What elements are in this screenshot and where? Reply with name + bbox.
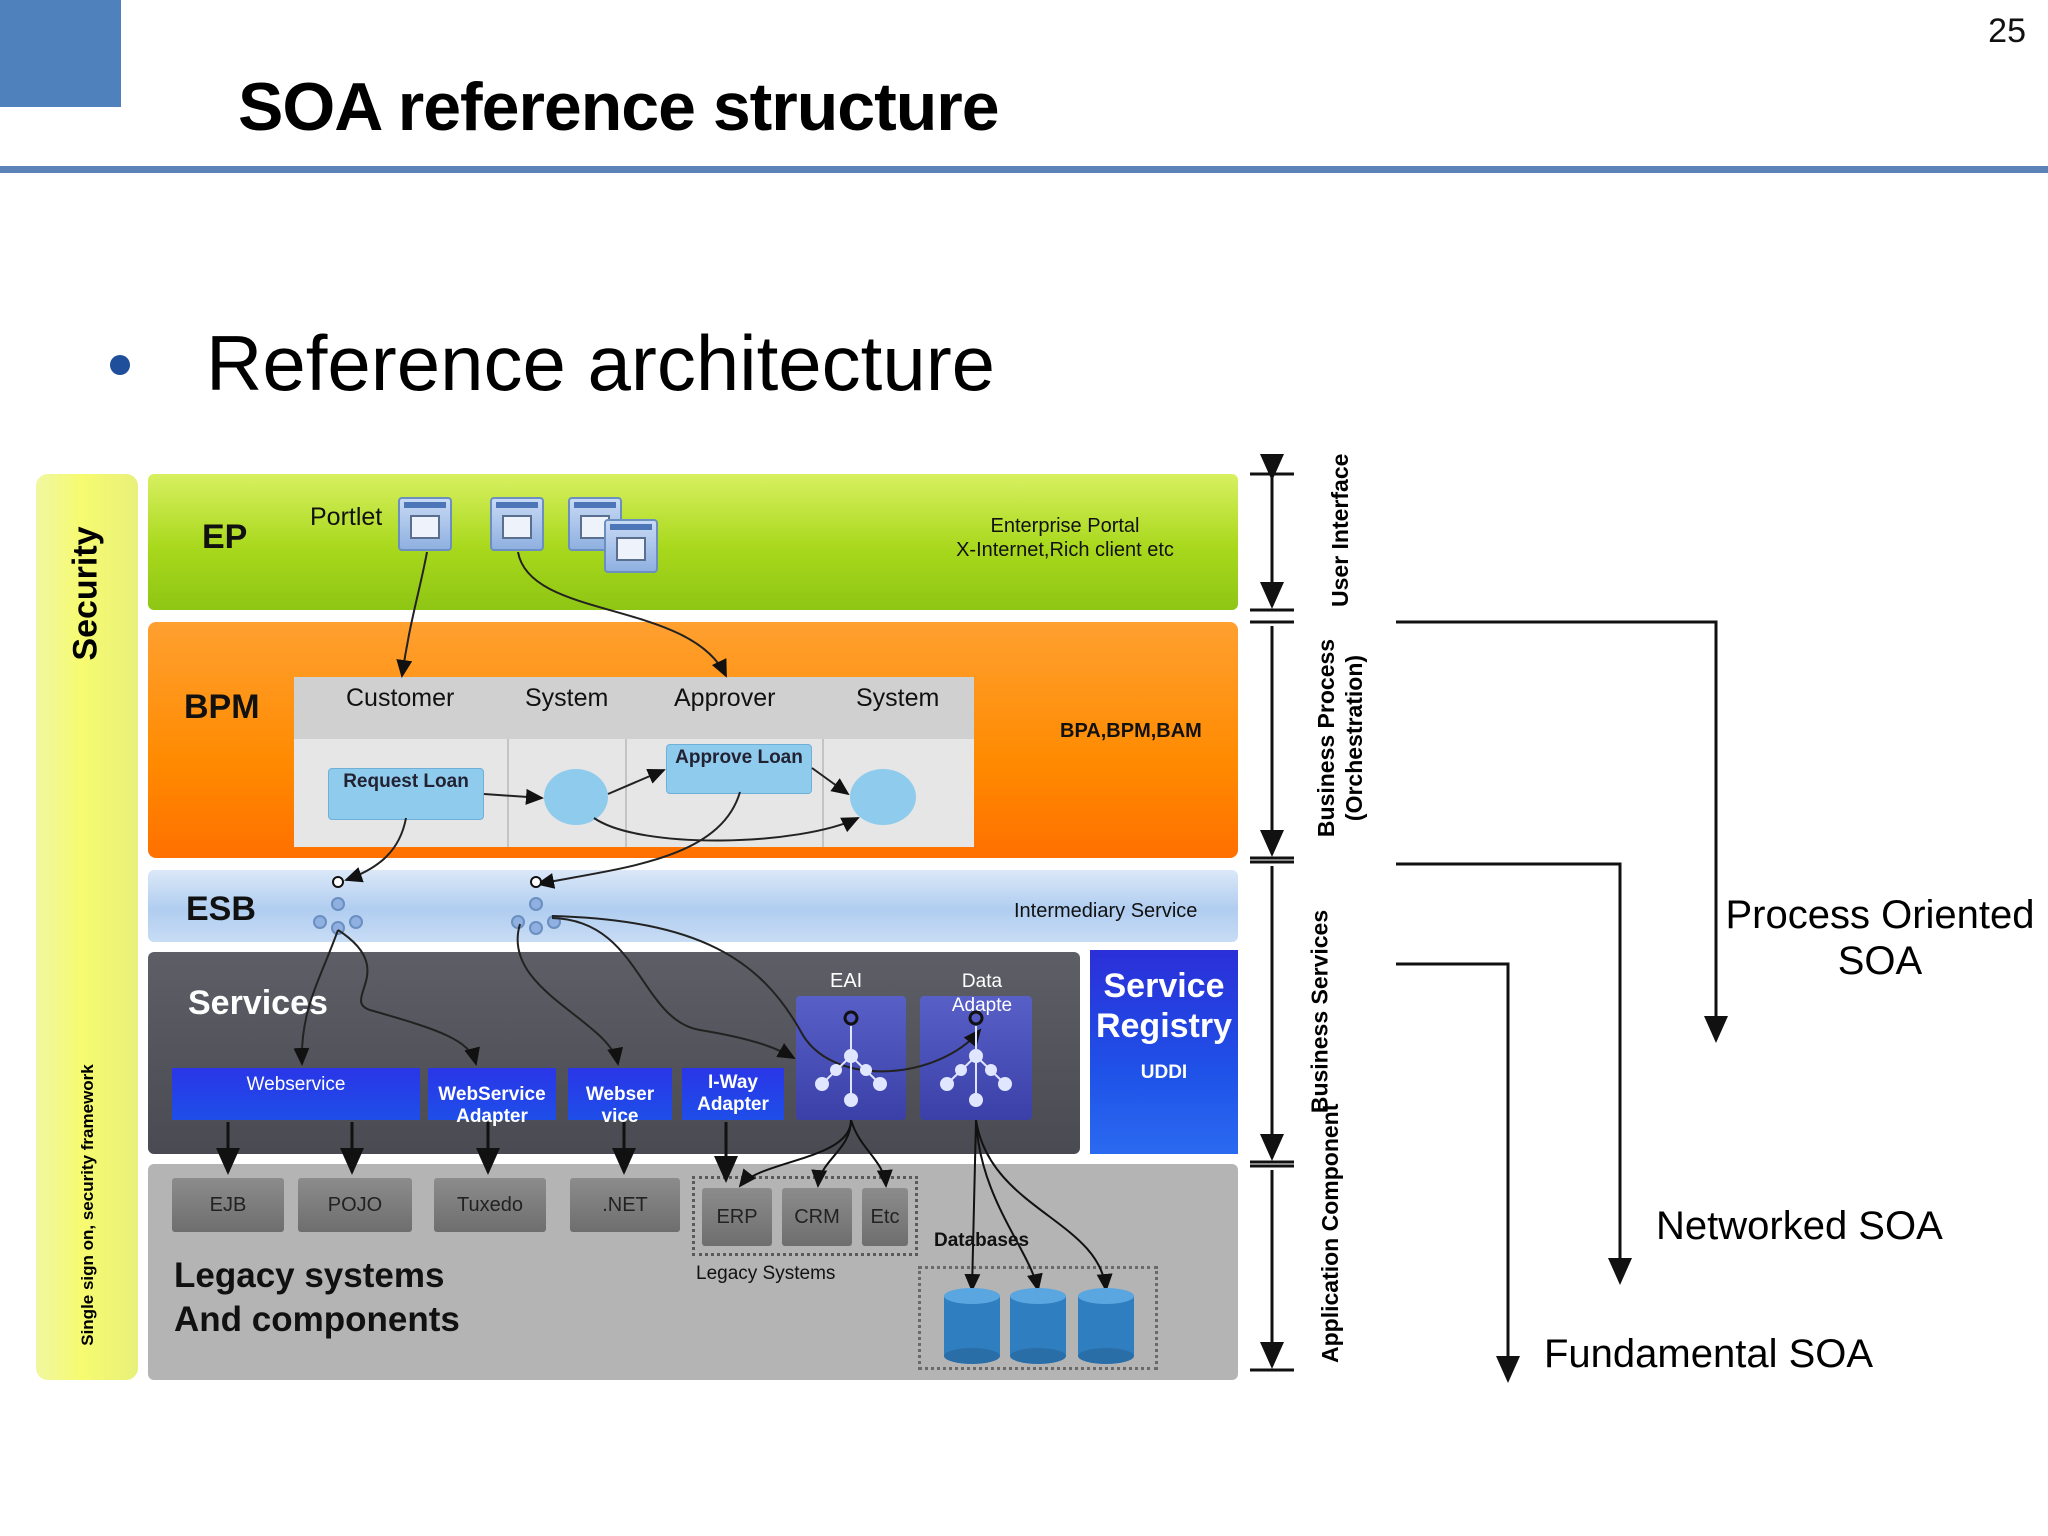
approve-to-esb-arrow [536,791,741,889]
lane-divider [625,739,627,847]
bullet-heading: Reference architecture [206,319,996,407]
approve-to-system-arrow [811,767,850,796]
legacy-description: Legacy systems And components [174,1254,460,1342]
security-bar: Security Single sign on, security framew… [36,474,138,1380]
legacy-pojo: POJO [298,1178,412,1232]
bp-layer-text: Business Process (Orchestration) [1312,608,1368,868]
ui-layer-text: User Interface [1327,453,1353,607]
bpm-label: BPM [184,688,260,726]
uddi-label: UDDI [1140,1062,1188,1083]
ac-layer-label: Application Component [1300,1103,1380,1370]
page-title: SOA reference structure [238,69,1000,145]
registry-line2: Registry [1095,1007,1233,1045]
eai-to-legacy-arrows [738,1119,893,1188]
services-to-legacy-arrows [216,1122,738,1183]
page-number: 25 [1988,12,2026,50]
esb-hub-icon [313,876,363,935]
esb-hub-icon [511,876,561,935]
ep-description: Enterprise Portal X-Internet,Rich client… [930,514,1200,562]
ep-label: EP [202,518,248,556]
data-adapter-to-db-arrows [964,1119,1113,1292]
service-registry [1090,950,1238,1154]
webservice-adapter-component: WebService Adapter [428,1068,556,1127]
legacy-tuxedo: Tuxedo [434,1178,546,1232]
system-to-approve-arrow [607,768,666,795]
database-icon [944,1288,1000,1364]
request-to-esb-arrow [344,817,407,883]
header-accent-block [0,0,121,107]
legacy-line2: And components [174,1300,460,1339]
esb-to-data-adapter-arrow [551,915,982,1073]
database-icon [1010,1288,1066,1364]
ui-layer-label: User Interface [1300,454,1380,610]
lane-system: System [525,684,609,712]
bullet-icon [110,355,130,375]
request-loan-task: Request Loan [328,768,484,820]
data-adapter-label: Data Adapte [951,971,1013,1016]
legacy-etc: Etc [862,1188,908,1246]
legacy-erp: ERP [702,1188,772,1246]
registry-line1: Service [1103,967,1225,1005]
process-oriented-line2: SOA [1837,939,1923,983]
eai-hub-icon [815,1010,887,1107]
legacy-crm: CRM [782,1188,852,1246]
esb-to-eai-arrow [551,917,796,1059]
service-registry-title: Service Registry [1090,966,1238,1046]
bp-layer-line1: Business Process [1313,638,1339,838]
lane-approver: Approver [674,684,776,712]
lane-divider [507,739,509,847]
lane-customer: Customer [346,684,455,712]
networked-soa-label: Networked SOA [1656,1204,1943,1248]
soa-level-lines [1396,620,1728,1383]
portlet-window-icon [490,497,544,551]
layer-brackets [1250,454,1294,1372]
ep-desc-line2: X-Internet,Rich client etc [956,539,1174,561]
esb-label: ESB [186,890,256,928]
bpm-description: BPA,BPM,BAM [1060,720,1202,742]
data-adapter-hub-icon [940,1010,1012,1107]
approve-loan-task: Approve Loan [666,744,812,794]
system-return-arrow [593,817,860,842]
databases-label: Databases [934,1230,1030,1251]
esb-to-ws-adapter-arrow [337,929,480,1066]
esb-to-webservice-short-arrow [516,923,623,1066]
bp-layer-label: Business Process (Orchestration) [1300,622,1380,858]
bp-layer-line2: (Orchestration) [1341,654,1367,822]
esb-layer [148,870,1238,942]
services-label: Services [188,984,328,1022]
databases-group [918,1266,1158,1370]
iway-adapter-component: I-Way Adapter [682,1068,784,1120]
portlet-to-customer-arrow [396,551,428,678]
webservice-short-component: Webser vice [568,1068,672,1127]
portlet-window-icon [398,497,452,551]
bs-layer-text: Business Services [1306,909,1333,1114]
swimlane-header [294,677,974,739]
esb-to-webservice-arrow [293,929,339,1066]
legacy-dotnet: .NET [570,1178,680,1232]
ep-layer [148,474,1238,610]
system-event-node [544,769,608,825]
legacy-group-label: Legacy Systems [696,1263,836,1284]
process-oriented-line1: Process Oriented [1725,893,2035,937]
database-icon [1078,1288,1134,1364]
portlet-label: Portlet [310,503,383,531]
ac-layer-text: Application Component [1317,1103,1343,1363]
process-oriented-soa-label: Process Oriented SOA [1720,892,2040,984]
ep-desc-line1: Enterprise Portal [990,515,1140,537]
lane-divider [822,739,824,847]
lane-system: System [856,684,940,712]
webservice-component: Webservice [172,1068,420,1120]
portlet-window-icon [604,519,658,573]
legacy-systems-group [692,1176,918,1256]
legacy-ejb: EJB [172,1178,284,1232]
esb-description: Intermediary Service [1014,900,1198,922]
request-to-system-arrow [483,788,544,805]
title-divider [0,166,2048,173]
fundamental-soa-label: Fundamental SOA [1544,1332,1874,1376]
portlet-to-approver-arrow [517,551,727,678]
system-event-node [850,769,916,825]
eai-label: EAI [830,970,863,992]
legacy-line1: Legacy systems [174,1256,445,1295]
